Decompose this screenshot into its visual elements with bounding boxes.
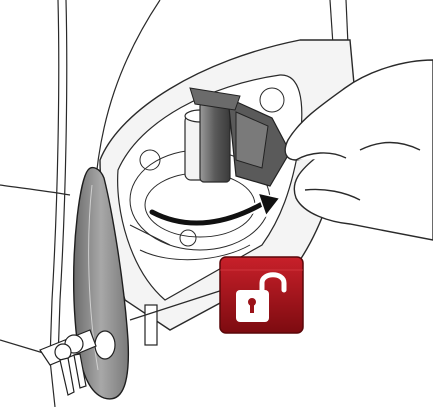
unlocked-badge: [219, 256, 304, 334]
key-icon: [39, 329, 97, 396]
hand-illustration: [284, 59, 433, 241]
rotation-arrow: [147, 191, 282, 228]
unlocked-padlock-icon: [236, 272, 287, 322]
hinge-lock-unit: [184, 87, 291, 187]
